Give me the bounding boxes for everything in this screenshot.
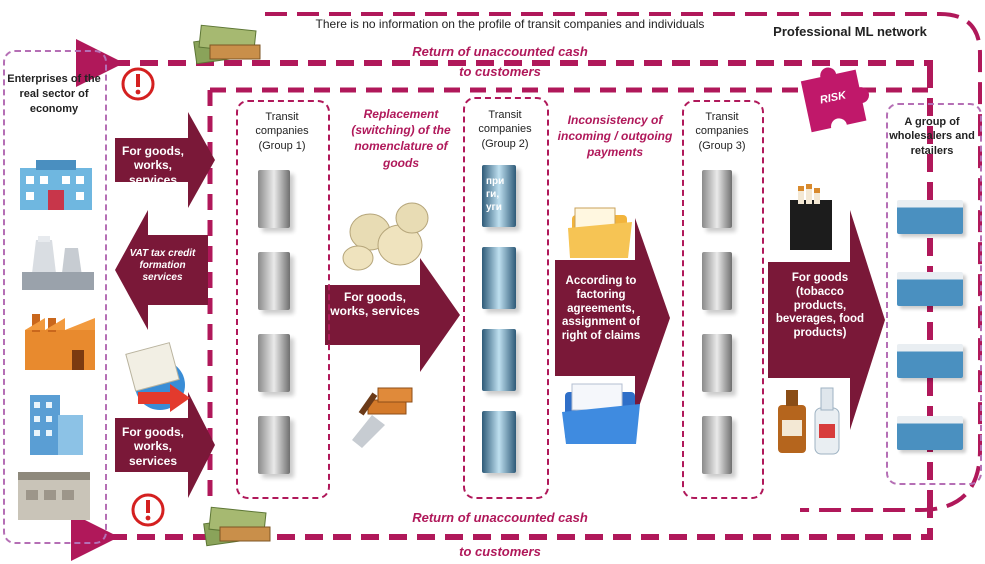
money-stack-icon-top bbox=[193, 24, 261, 65]
bricks-trowel-icon bbox=[352, 387, 413, 448]
group2-title: Transit companies (Group 2) bbox=[478, 109, 532, 150]
building-icon bbox=[482, 329, 516, 391]
building-icon bbox=[258, 252, 290, 310]
inconsistency-annotation: Inconsistency of incoming / outgoing pay… bbox=[557, 113, 673, 160]
enterprises-box bbox=[3, 50, 107, 544]
power-plant-icon bbox=[22, 236, 94, 290]
building-icon bbox=[702, 416, 732, 474]
group1-title: Transit companies (Group 1) bbox=[255, 111, 309, 152]
arrow-goods-mid-label: For goods, works, services bbox=[330, 290, 420, 319]
wholesalers-title: A group of wholesalers and retailers bbox=[889, 116, 975, 157]
folder-icon-blue bbox=[562, 383, 640, 444]
arrow-goods-bottom bbox=[115, 392, 215, 498]
arrow-vat-label: VAT tax credit formation services bbox=[129, 248, 196, 283]
whiskey-bottle-icon bbox=[778, 390, 806, 453]
building-icon bbox=[482, 411, 516, 473]
arrow-factoring bbox=[555, 218, 670, 418]
warehouse-icon bbox=[18, 472, 90, 520]
return-arrow-bottom bbox=[71, 500, 933, 561]
wholesaler-building-icon bbox=[897, 344, 963, 378]
no-info-note: There is no information on the profile o… bbox=[315, 17, 705, 31]
wholesaler-buildings bbox=[897, 200, 967, 470]
wholesaler-building-icon bbox=[897, 272, 963, 306]
building-icon bbox=[702, 170, 732, 228]
network-label: Professional ML network bbox=[773, 24, 927, 39]
arrow-goods-products bbox=[768, 210, 885, 430]
building-icon bbox=[258, 334, 290, 392]
group3-box bbox=[682, 100, 764, 499]
cigarette-pack-icon bbox=[790, 184, 832, 250]
building-icon bbox=[702, 252, 732, 310]
warning-icon-top bbox=[121, 67, 155, 101]
wholesalers-box bbox=[886, 103, 982, 485]
arrow-goods-bottom-label: For goods, works, services bbox=[122, 425, 184, 468]
building-icon bbox=[482, 165, 516, 227]
arrow-goods-top bbox=[115, 112, 215, 208]
wholesaler-building-icon bbox=[897, 200, 963, 234]
risk-puzzle-icon bbox=[800, 67, 869, 133]
building-icon bbox=[482, 247, 516, 309]
overlay-fragment-text: при ги, уги bbox=[486, 176, 505, 213]
arrow-factoring-label: According to factoring agreements, assig… bbox=[561, 275, 641, 343]
group2-box bbox=[463, 97, 549, 499]
folder-icon-yellow bbox=[568, 207, 632, 258]
warning-icon-bottom bbox=[131, 493, 165, 527]
money-sacks-icon bbox=[342, 202, 429, 271]
contract-document-icon bbox=[125, 342, 190, 412]
replacement-annotation: Replacement (switching) of the nomenclat… bbox=[351, 107, 451, 170]
arrow-vat bbox=[115, 210, 208, 330]
group1-buildings bbox=[258, 170, 298, 474]
return-bottom-line1: Return of unaccounted cash bbox=[412, 510, 588, 525]
group3-title: Transit companies (Group 3) bbox=[695, 111, 749, 152]
return-top-line1: Return of unaccounted cash bbox=[412, 44, 588, 59]
return-top-line2: to customers bbox=[459, 64, 541, 79]
arrow-goods-products-label: For goods (tobacco products, beverages, … bbox=[775, 272, 865, 340]
group1-box bbox=[236, 100, 330, 499]
wholesaler-building-icon bbox=[897, 416, 963, 450]
vodka-bottle-icon bbox=[814, 387, 840, 455]
building-icon bbox=[258, 416, 290, 474]
return-bottom-line2: to customers bbox=[459, 544, 541, 559]
enterprises-title: Enterprises of the real sector of econom… bbox=[7, 73, 101, 115]
building-icon bbox=[702, 334, 732, 392]
group3-buildings bbox=[702, 170, 742, 474]
office-building-icon bbox=[30, 395, 83, 455]
arrow-goods-top-label: For goods, works, services bbox=[122, 144, 184, 187]
money-stack-icon-bottom bbox=[203, 506, 271, 547]
arrow-goods-mid bbox=[325, 258, 460, 372]
ml-network-border bbox=[265, 12, 982, 512]
group2-buildings bbox=[482, 165, 522, 473]
factory-icon bbox=[25, 314, 95, 370]
building-icon bbox=[258, 170, 290, 228]
enterprise-building-icon-1 bbox=[20, 160, 92, 210]
